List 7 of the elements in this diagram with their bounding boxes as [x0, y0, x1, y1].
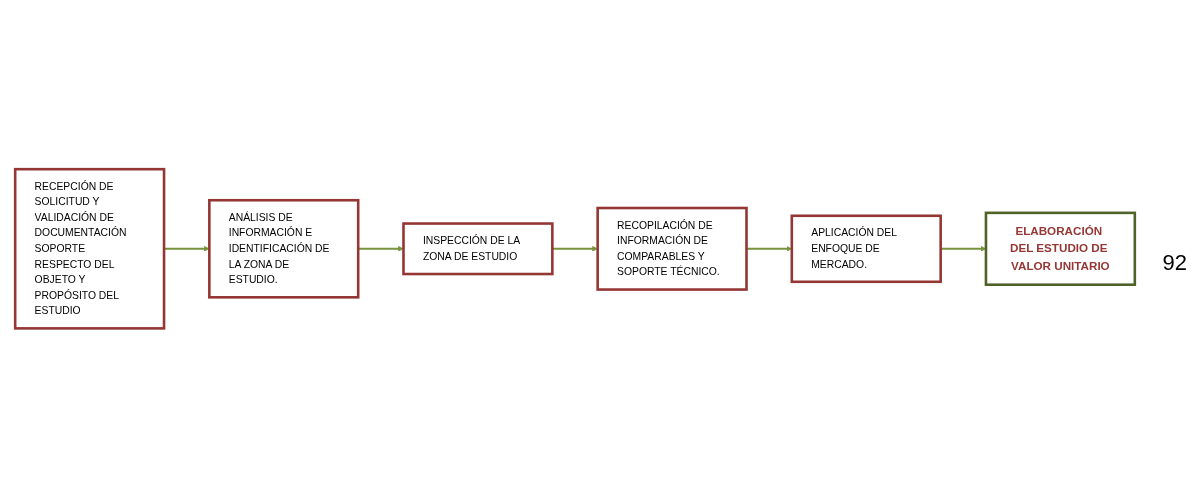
node-box: ANÁLISIS DE INFORMACIÓN E IDENTIFICACIÓN DE LA ZONA DE ESTUDIO. [208, 199, 360, 299]
node-box: INSPECCIÓN DE LA ZONA DE ESTUDIO [402, 222, 554, 276]
node-box: RECEPCIÓN DE SOLICITUD Y VALIDACIÓN DE DOCUMENTACIÓN SOPORTE RESPECTO DEL OBJETO Y PROPÓSITO DEL ESTUDIO [13, 168, 166, 330]
node-box: APLICACIÓN DEL ENFOQUE DE MERCADO. [790, 214, 942, 284]
node-box: RECOPILACIÓN DE INFORMACIÓN DE COMPARABLES Y SOPORTE TÉCNICO. [596, 206, 748, 292]
node-box: ELABORACIÓN DEL ESTUDIO DE VALOR UNITARIO [984, 211, 1137, 287]
page-number: 92 [1162, 250, 1187, 276]
